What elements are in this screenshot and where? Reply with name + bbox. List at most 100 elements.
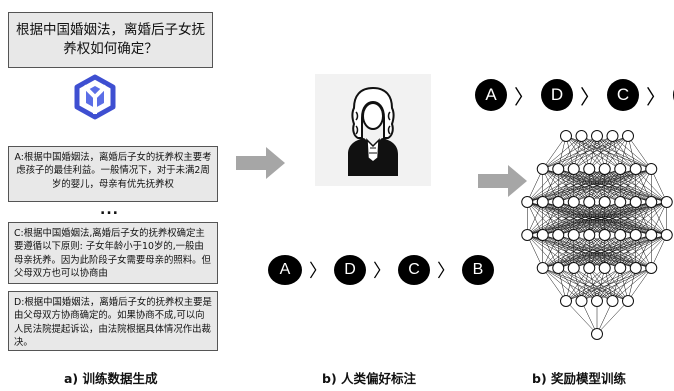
network-edge <box>581 300 598 335</box>
network-edge <box>542 168 652 203</box>
network-edge <box>651 168 667 203</box>
network-node <box>629 262 642 274</box>
rank-node: A <box>475 79 507 111</box>
network-edge <box>542 201 667 236</box>
network-edge <box>573 135 629 170</box>
network-node <box>614 163 627 175</box>
network-edge <box>589 201 667 236</box>
network-edge <box>635 168 652 203</box>
network-node <box>536 196 549 208</box>
network-edge <box>651 201 667 236</box>
network-node <box>583 229 596 241</box>
network-node <box>645 229 658 241</box>
answer-c-box: C:根据中国婚姻法,离婚后子女的抚养权确定主要遵循以下原则: 子女年龄小于10岁… <box>8 222 218 284</box>
network-edge <box>542 135 613 170</box>
network-edge <box>589 234 667 269</box>
rank-separator: 〉 <box>514 86 534 109</box>
network-edge <box>565 300 598 335</box>
network-node <box>598 196 611 208</box>
network-node <box>622 130 634 142</box>
network-node <box>536 262 549 274</box>
network-node <box>629 196 642 208</box>
network-edge <box>527 168 636 203</box>
network-node <box>622 295 634 307</box>
network-edge <box>565 267 636 302</box>
network-edge <box>612 267 652 302</box>
network-node <box>567 229 580 241</box>
network-edge <box>565 267 605 302</box>
network-node <box>521 196 534 208</box>
network-node <box>598 163 611 175</box>
network-edge <box>542 234 652 269</box>
network-edge <box>527 168 574 203</box>
rank-node: B <box>462 255 494 285</box>
network-node <box>591 328 603 340</box>
network-edge <box>542 234 605 269</box>
network-edge <box>527 168 559 203</box>
network-edge <box>596 300 613 335</box>
network-node <box>552 196 565 208</box>
network-edge <box>581 267 652 302</box>
network-edge <box>542 234 667 269</box>
network-node <box>567 163 580 175</box>
network-node <box>552 229 565 241</box>
network-edge <box>565 267 621 302</box>
network-edge <box>527 201 652 236</box>
network-edge <box>527 201 636 236</box>
network-node <box>521 229 534 241</box>
rank-separator: 〉 <box>580 86 600 109</box>
network-node <box>614 262 627 274</box>
network-node <box>645 196 658 208</box>
network-node <box>606 295 619 307</box>
network-edge <box>604 135 629 170</box>
network-node <box>583 262 596 274</box>
network-edge <box>527 168 590 203</box>
network-edge <box>542 234 621 269</box>
network-node <box>591 295 603 307</box>
network-edge <box>558 135 629 170</box>
network-edge <box>565 267 590 302</box>
network-edge <box>527 168 543 203</box>
network-node <box>552 163 565 175</box>
ai-logo-icon <box>74 74 116 120</box>
network-edge <box>527 201 559 236</box>
network-edge <box>527 201 574 236</box>
rank-separator: 〉 <box>373 261 391 281</box>
network-node <box>606 130 619 142</box>
network-edge <box>542 135 567 170</box>
rank-node: C <box>398 255 430 285</box>
network-edge <box>542 135 582 170</box>
network-node <box>567 262 580 274</box>
network-edge <box>604 201 667 236</box>
network-edge <box>542 234 574 269</box>
network-node <box>660 229 673 241</box>
network-node <box>583 163 596 175</box>
caption-c: b) 奖励模型训练 <box>532 371 627 386</box>
network-node <box>536 229 549 241</box>
answer-a-box: A:根据中国婚姻法，离婚后子女的抚养权主要考虑孩子的最佳利益。一般情况下，对于未… <box>8 146 218 202</box>
network-node <box>560 295 572 307</box>
network-node <box>598 262 611 274</box>
caption-a: a) 训练数据生成 <box>64 371 158 386</box>
network-node <box>645 163 658 175</box>
network-node <box>598 229 611 241</box>
arrow-right-icon <box>236 147 285 179</box>
network-edge <box>620 168 652 203</box>
network-edge <box>651 234 667 269</box>
network-edge <box>558 201 667 236</box>
network-node <box>575 130 588 142</box>
network-edge <box>527 168 605 203</box>
network-node <box>629 229 642 241</box>
network-edge <box>527 201 543 236</box>
network-edge <box>604 168 652 203</box>
ellipsis: ... <box>100 202 119 218</box>
question-box: 根据中国婚姻法，离婚后子女抚养权如何确定？ <box>8 12 213 68</box>
network-edge <box>573 168 652 203</box>
network-edge <box>527 168 652 203</box>
caption-b: b) 人类偏好标注 <box>322 371 417 386</box>
network-edge <box>589 168 652 203</box>
network-node <box>660 196 673 208</box>
answer-d-box: D:根据中国婚姻法，离婚后子女的抚养权主要是由父母双方协商确定的。如果协商不成,… <box>8 291 218 351</box>
network-edge <box>627 267 652 302</box>
network-edge <box>542 234 559 269</box>
